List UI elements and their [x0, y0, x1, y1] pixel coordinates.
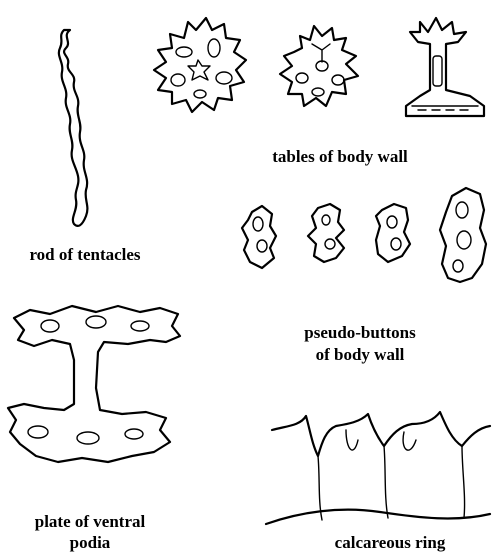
tentacle-rod-drawing: [59, 30, 88, 226]
pseudo-button-3-drawing: [376, 204, 410, 262]
ring-label: calcareous ring: [300, 532, 480, 553]
ventral-plate-drawing: [8, 306, 180, 462]
tables-label: tables of body wall: [220, 146, 460, 167]
pseudo-button-2-drawing: [308, 204, 344, 262]
pseudo-buttons-label-line1: pseudo-buttons: [270, 322, 450, 343]
table-spired-drawing: [280, 26, 358, 106]
calcareous-ring-drawing: [266, 412, 490, 524]
pseudo-buttons-label-line2: of body wall: [270, 344, 450, 365]
table-disk-drawing: [154, 18, 246, 112]
plate-label-line1: plate of ventral: [0, 511, 180, 532]
rod-label: rod of tentacles: [0, 244, 170, 265]
plate-label-line2: podia: [0, 532, 180, 553]
pseudo-button-1-drawing: [242, 206, 276, 268]
table-side-view-drawing: [406, 18, 484, 116]
pseudo-button-4-drawing: [440, 188, 486, 282]
